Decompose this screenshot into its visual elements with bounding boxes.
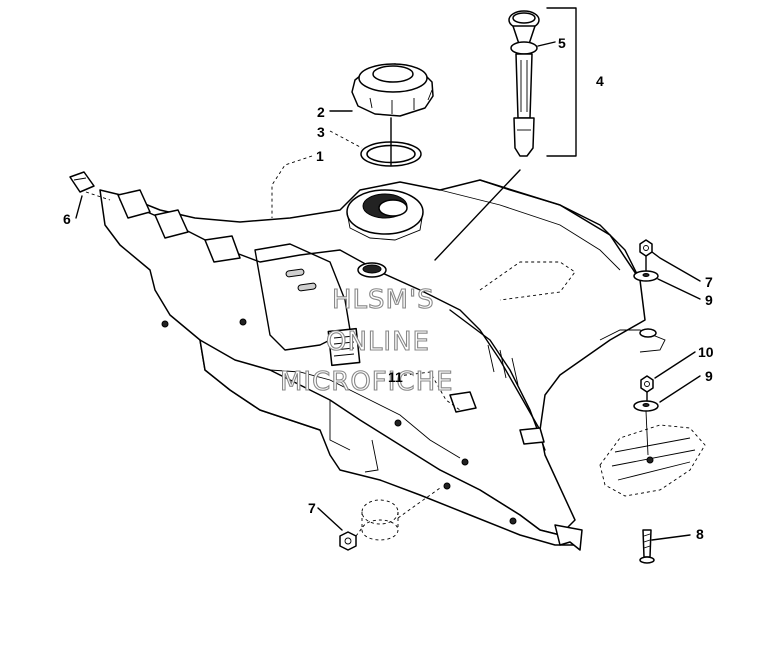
- callout-labels: 1 2 3 4 5 6 7 7 8 9 9 10 11: [63, 35, 714, 542]
- callout-6: 6: [63, 211, 71, 227]
- grommet: [361, 499, 399, 541]
- callout-7-upper: 7: [705, 274, 713, 290]
- callout-11: 11: [388, 369, 403, 385]
- callout-3: 3: [317, 124, 325, 140]
- washer-part-9-lower: [633, 400, 659, 412]
- bolt-part-8: [639, 529, 655, 564]
- nut-part-10: [640, 375, 654, 393]
- callout-5: 5: [558, 35, 566, 51]
- support-pad: [599, 424, 706, 497]
- fuel-tank: [99, 179, 666, 551]
- fuel-gauge-part-4: [508, 10, 540, 157]
- callout-8: 8: [696, 526, 704, 542]
- leader-lines: [75, 7, 701, 541]
- callout-4: 4: [596, 73, 604, 89]
- callout-9-upper: 9: [705, 292, 713, 308]
- callout-7-lower: 7: [308, 500, 316, 516]
- nut-part-7-upper: [639, 239, 653, 257]
- watermark-line-1: HLSM'S: [332, 285, 435, 315]
- watermark-line-3: MICROFICHE: [280, 367, 454, 397]
- watermark-line-2: ONLINE: [326, 327, 430, 357]
- clip-part-6: [69, 171, 95, 193]
- fuel-cap-part-2: [351, 63, 434, 117]
- washer-part-9-upper: [633, 270, 659, 282]
- callout-2: 2: [317, 104, 325, 120]
- callout-10: 10: [698, 344, 714, 360]
- watermark: HLSM'S ONLINE MICROFICHE: [279, 284, 454, 397]
- callout-9-lower: 9: [705, 368, 713, 384]
- callout-1: 1: [316, 148, 324, 164]
- nut-part-7-lower: [339, 531, 357, 551]
